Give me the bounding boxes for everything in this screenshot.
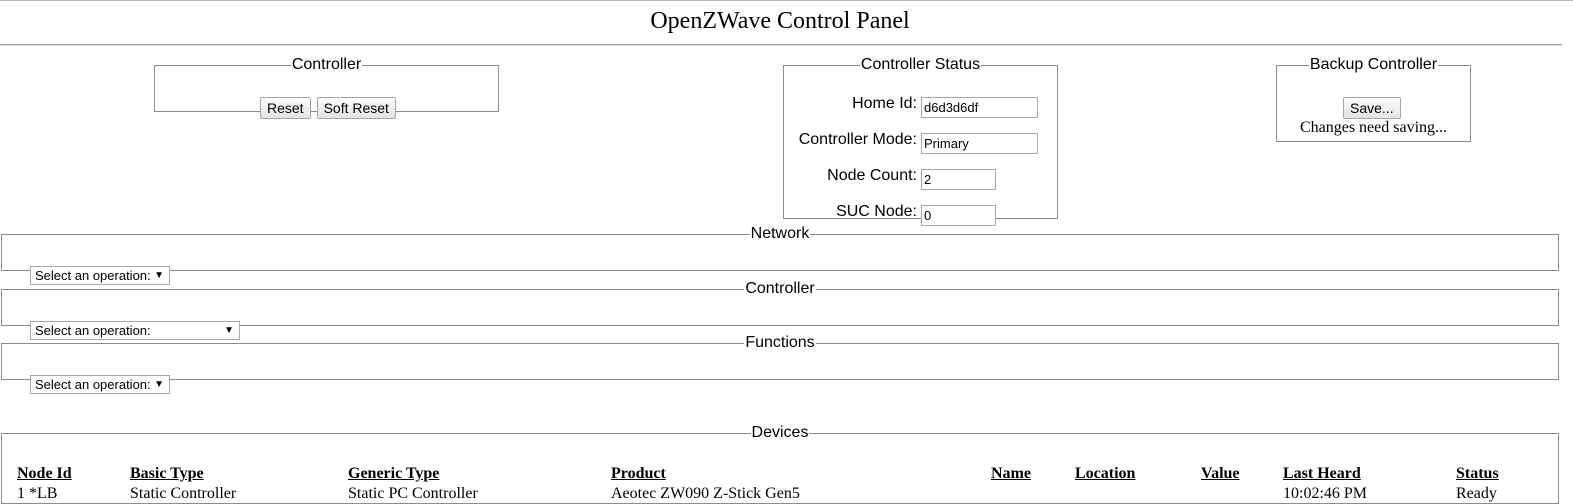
cell-basic-type: Static Controller xyxy=(130,485,237,502)
column-header-node-id[interactable]: Node Id xyxy=(17,465,72,482)
controller-status-panel: Controller Status Home Id: Controller Mo… xyxy=(783,56,1059,226)
dropdown-arrow-icon: ▼ xyxy=(154,379,164,390)
suc-node-row: SUC Node: xyxy=(784,203,1059,227)
suc-node-field[interactable] xyxy=(921,205,996,226)
functions-panel: Functions Select an operation: ▼ xyxy=(1,334,1559,394)
cell-status: Ready xyxy=(1456,485,1497,502)
node-count-field[interactable] xyxy=(921,169,996,190)
controller-status-legend: Controller Status xyxy=(860,56,981,73)
column-header-basic-type[interactable]: Basic Type xyxy=(130,465,204,482)
save-button[interactable]: Save... xyxy=(1343,97,1401,119)
controller-operations-panel: Controller Select an operation: ▼ xyxy=(1,280,1559,340)
header-divider xyxy=(0,44,1562,46)
functions-select-value: Select an operation: xyxy=(35,377,151,392)
soft-reset-button[interactable]: Soft Reset xyxy=(316,97,396,119)
controller-legend: Controller xyxy=(291,56,362,73)
column-header-product[interactable]: Product xyxy=(611,465,666,482)
reset-button[interactable]: Reset xyxy=(260,97,311,119)
controller-panel: Controller Reset Soft Reset xyxy=(154,56,499,119)
network-select-value: Select an operation: xyxy=(35,268,151,283)
backup-controller-panel: Backup Controller Save... Changes need s… xyxy=(1276,56,1471,142)
backup-controller-legend: Backup Controller xyxy=(1309,56,1438,73)
home-id-field[interactable] xyxy=(921,97,1038,118)
home-id-row: Home Id: xyxy=(784,95,1059,119)
column-header-value[interactable]: Value xyxy=(1201,465,1240,482)
functions-operation-select[interactable]: Select an operation: ▼ xyxy=(30,375,170,394)
dropdown-arrow-icon: ▼ xyxy=(154,270,164,281)
controller-mode-label: Controller Mode: xyxy=(798,131,917,148)
node-count-row: Node Count: xyxy=(784,167,1059,191)
top-border xyxy=(0,0,1573,1)
home-id-label: Home Id: xyxy=(852,95,917,112)
page-title: OpenZWave Control Panel xyxy=(650,8,910,34)
column-header-location[interactable]: Location xyxy=(1075,465,1136,482)
devices-panel: Devices Node Id Basic Type Generic Type … xyxy=(1,424,1559,504)
functions-legend: Functions xyxy=(745,334,815,351)
controller-mode-field[interactable] xyxy=(921,133,1038,154)
dropdown-arrow-icon: ▼ xyxy=(224,325,234,336)
column-header-last-heard[interactable]: Last Heard xyxy=(1283,465,1361,482)
cell-product: Aeotec ZW090 Z-Stick Gen5 xyxy=(611,485,800,502)
cell-last-heard: 10:02:46 PM xyxy=(1283,485,1368,502)
cell-generic-type: Static PC Controller xyxy=(348,485,478,502)
network-panel: Network Select an operation: ▼ xyxy=(1,225,1559,285)
column-header-name[interactable]: Name xyxy=(991,465,1031,482)
save-status-message: Changes need saving... xyxy=(1299,119,1448,136)
devices-legend: Devices xyxy=(751,424,809,441)
suc-node-label: SUC Node: xyxy=(836,203,917,220)
network-legend: Network xyxy=(750,225,810,242)
controller-operations-legend: Controller xyxy=(745,280,815,297)
controller-mode-row: Controller Mode: xyxy=(784,131,1059,155)
column-header-generic-type[interactable]: Generic Type xyxy=(348,465,440,482)
node-count-label: Node Count: xyxy=(827,167,917,184)
cell-node-id: 1 *LB xyxy=(17,485,58,502)
column-header-status[interactable]: Status xyxy=(1456,465,1499,482)
